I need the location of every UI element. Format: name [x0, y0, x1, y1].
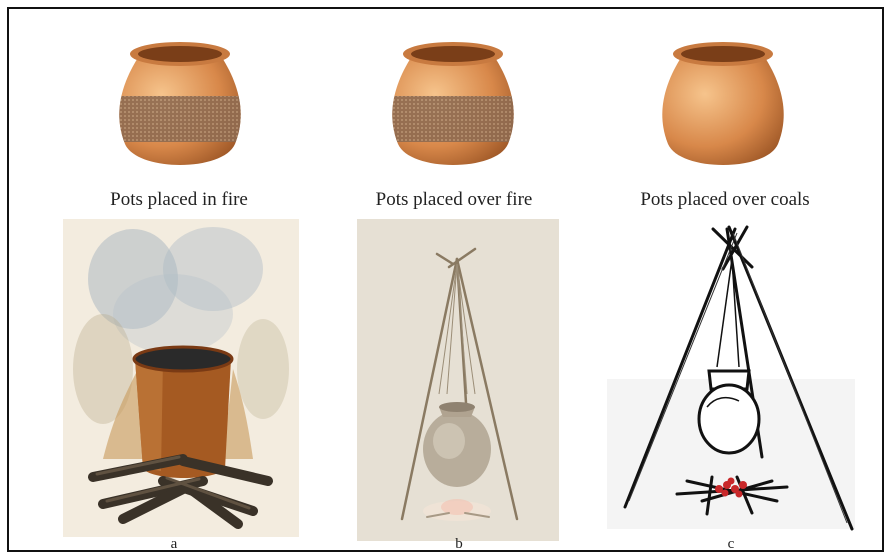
- label-c: c: [721, 536, 741, 553]
- pot-plain-icon-c: [654, 34, 792, 184]
- caption-a: Pots placed in fire: [77, 189, 281, 211]
- pot-with-band-icon-a: [111, 34, 249, 184]
- label-a: a: [164, 536, 184, 553]
- figure-frame: Pots placed in fire Pots placed over fir…: [7, 7, 884, 552]
- label-b: b: [449, 536, 469, 553]
- illustration-pot-in-fire: [63, 219, 299, 537]
- caption-b: Pots placed over fire: [347, 189, 561, 211]
- illustration-pot-over-coals: [607, 219, 865, 541]
- illustration-pot-over-fire: [357, 219, 559, 541]
- caption-c: Pots placed over coals: [614, 189, 836, 211]
- pot-with-band-icon-b: [384, 34, 522, 184]
